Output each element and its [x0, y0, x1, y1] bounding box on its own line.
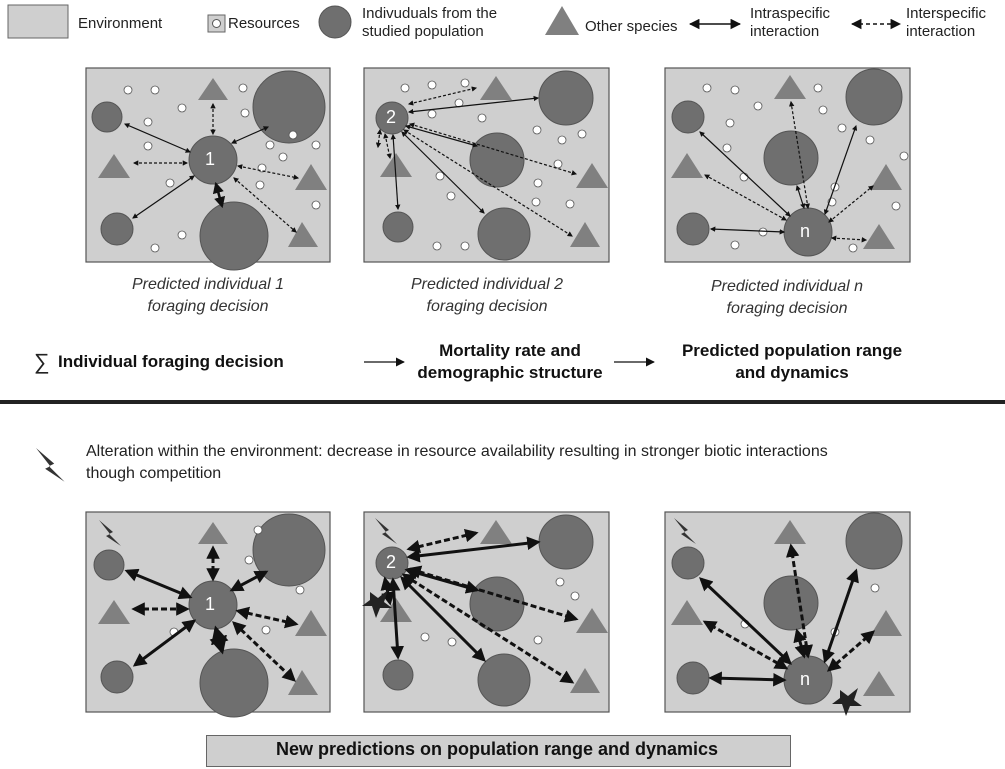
legend-environment-icon: [7, 4, 69, 39]
legend-resources-label: Resources: [228, 15, 300, 32]
caption-individual-n: Predicted individual n foraging decision: [710, 278, 864, 317]
panel-bottom-n: [664, 511, 911, 716]
legend-environment-label: Environment: [78, 15, 163, 32]
panel-top-n: [664, 67, 911, 263]
panel-bottom-n-individual-label: n: [800, 669, 811, 689]
panel-top-1: [85, 67, 331, 271]
legend-other-species-label: Other species: [585, 18, 678, 35]
panel-bottom-2: [362, 511, 610, 713]
new-predictions-label: New predictions on population range and …: [276, 739, 719, 759]
caption-individual-1: Predicted individual 1 foraging decision: [131, 276, 285, 315]
panel-top-2: [363, 67, 610, 263]
panel-top-1-individual-label: 1: [205, 149, 216, 169]
sum-symbol: ∑: [34, 349, 50, 374]
panel-bottom-2-individual-label: 2: [386, 552, 397, 572]
section-divider: [0, 400, 1005, 404]
panel-bottom-1-individual-label: 1: [205, 594, 216, 614]
flow-step-predicted-population: Predicted population range and dynamics: [681, 341, 903, 382]
legend-other-species-icon: [545, 6, 579, 35]
panel-top-n-individual-label: n: [800, 221, 811, 241]
new-predictions-box: [206, 735, 791, 767]
panel-bottom-1: [85, 511, 331, 718]
caption-individual-2: Predicted individual 2 foraging decision: [410, 276, 564, 315]
alteration-text: Alteration within the environment: decre…: [86, 443, 828, 482]
legend-interspecific-label: Interspecific interaction: [906, 5, 987, 40]
flow-step-individual-decision: Individual foraging decision: [58, 352, 284, 371]
legend-intraspecific-label: Intraspecific interaction: [750, 5, 831, 40]
flow-step-mortality: Mortality rate and demographic structure: [417, 341, 603, 382]
panel-top-2-individual-label: 2: [386, 107, 397, 127]
legend-individual-icon: [318, 5, 352, 39]
lightning-icon: [36, 448, 65, 482]
legend-individuals-label: Indivuduals from the studied population: [362, 5, 498, 40]
